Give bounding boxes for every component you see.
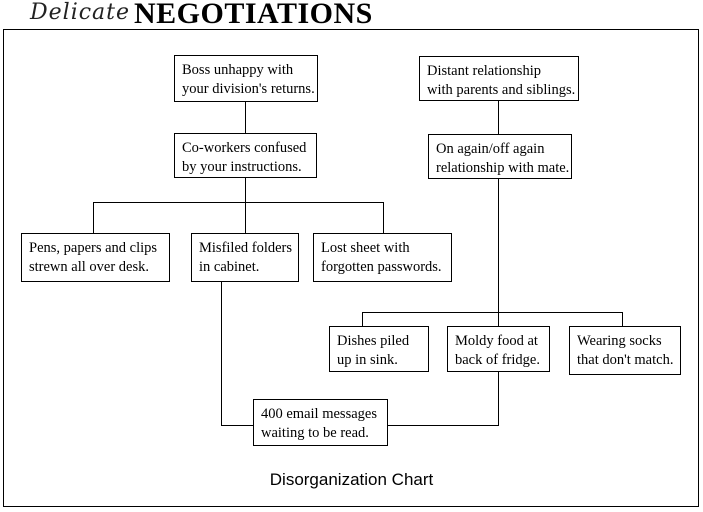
chart-frame: [3, 29, 699, 507]
header-title: NEGOTIATIONS: [134, 0, 373, 30]
node-moldy-food: Moldy food at back of fridge.: [447, 326, 550, 372]
node-coworkers-confused: Co-workers confused by your instructions…: [174, 133, 317, 178]
node-on-off-relationship: On again/off again relationship with mat…: [428, 134, 572, 179]
node-pens-papers: Pens, papers and clips strewn all over d…: [21, 233, 170, 282]
node-dishes-piled: Dishes piled up in sink.: [329, 326, 429, 372]
node-lost-passwords: Lost sheet with forgotten passwords.: [313, 233, 452, 282]
node-boss-unhappy: Boss unhappy with your division's return…: [174, 55, 318, 102]
header-script-word: Delicate: [30, 0, 131, 25]
node-misfiled-folders: Misfiled folders in cabinet.: [191, 233, 299, 282]
node-wearing-socks: Wearing socks that don't match.: [569, 326, 681, 375]
node-distant-relationship: Distant relationship with parents and si…: [419, 56, 579, 101]
chart-caption: Disorganization Chart: [269, 470, 434, 489]
node-email-messages: 400 email messages waiting to be read.: [253, 399, 388, 446]
